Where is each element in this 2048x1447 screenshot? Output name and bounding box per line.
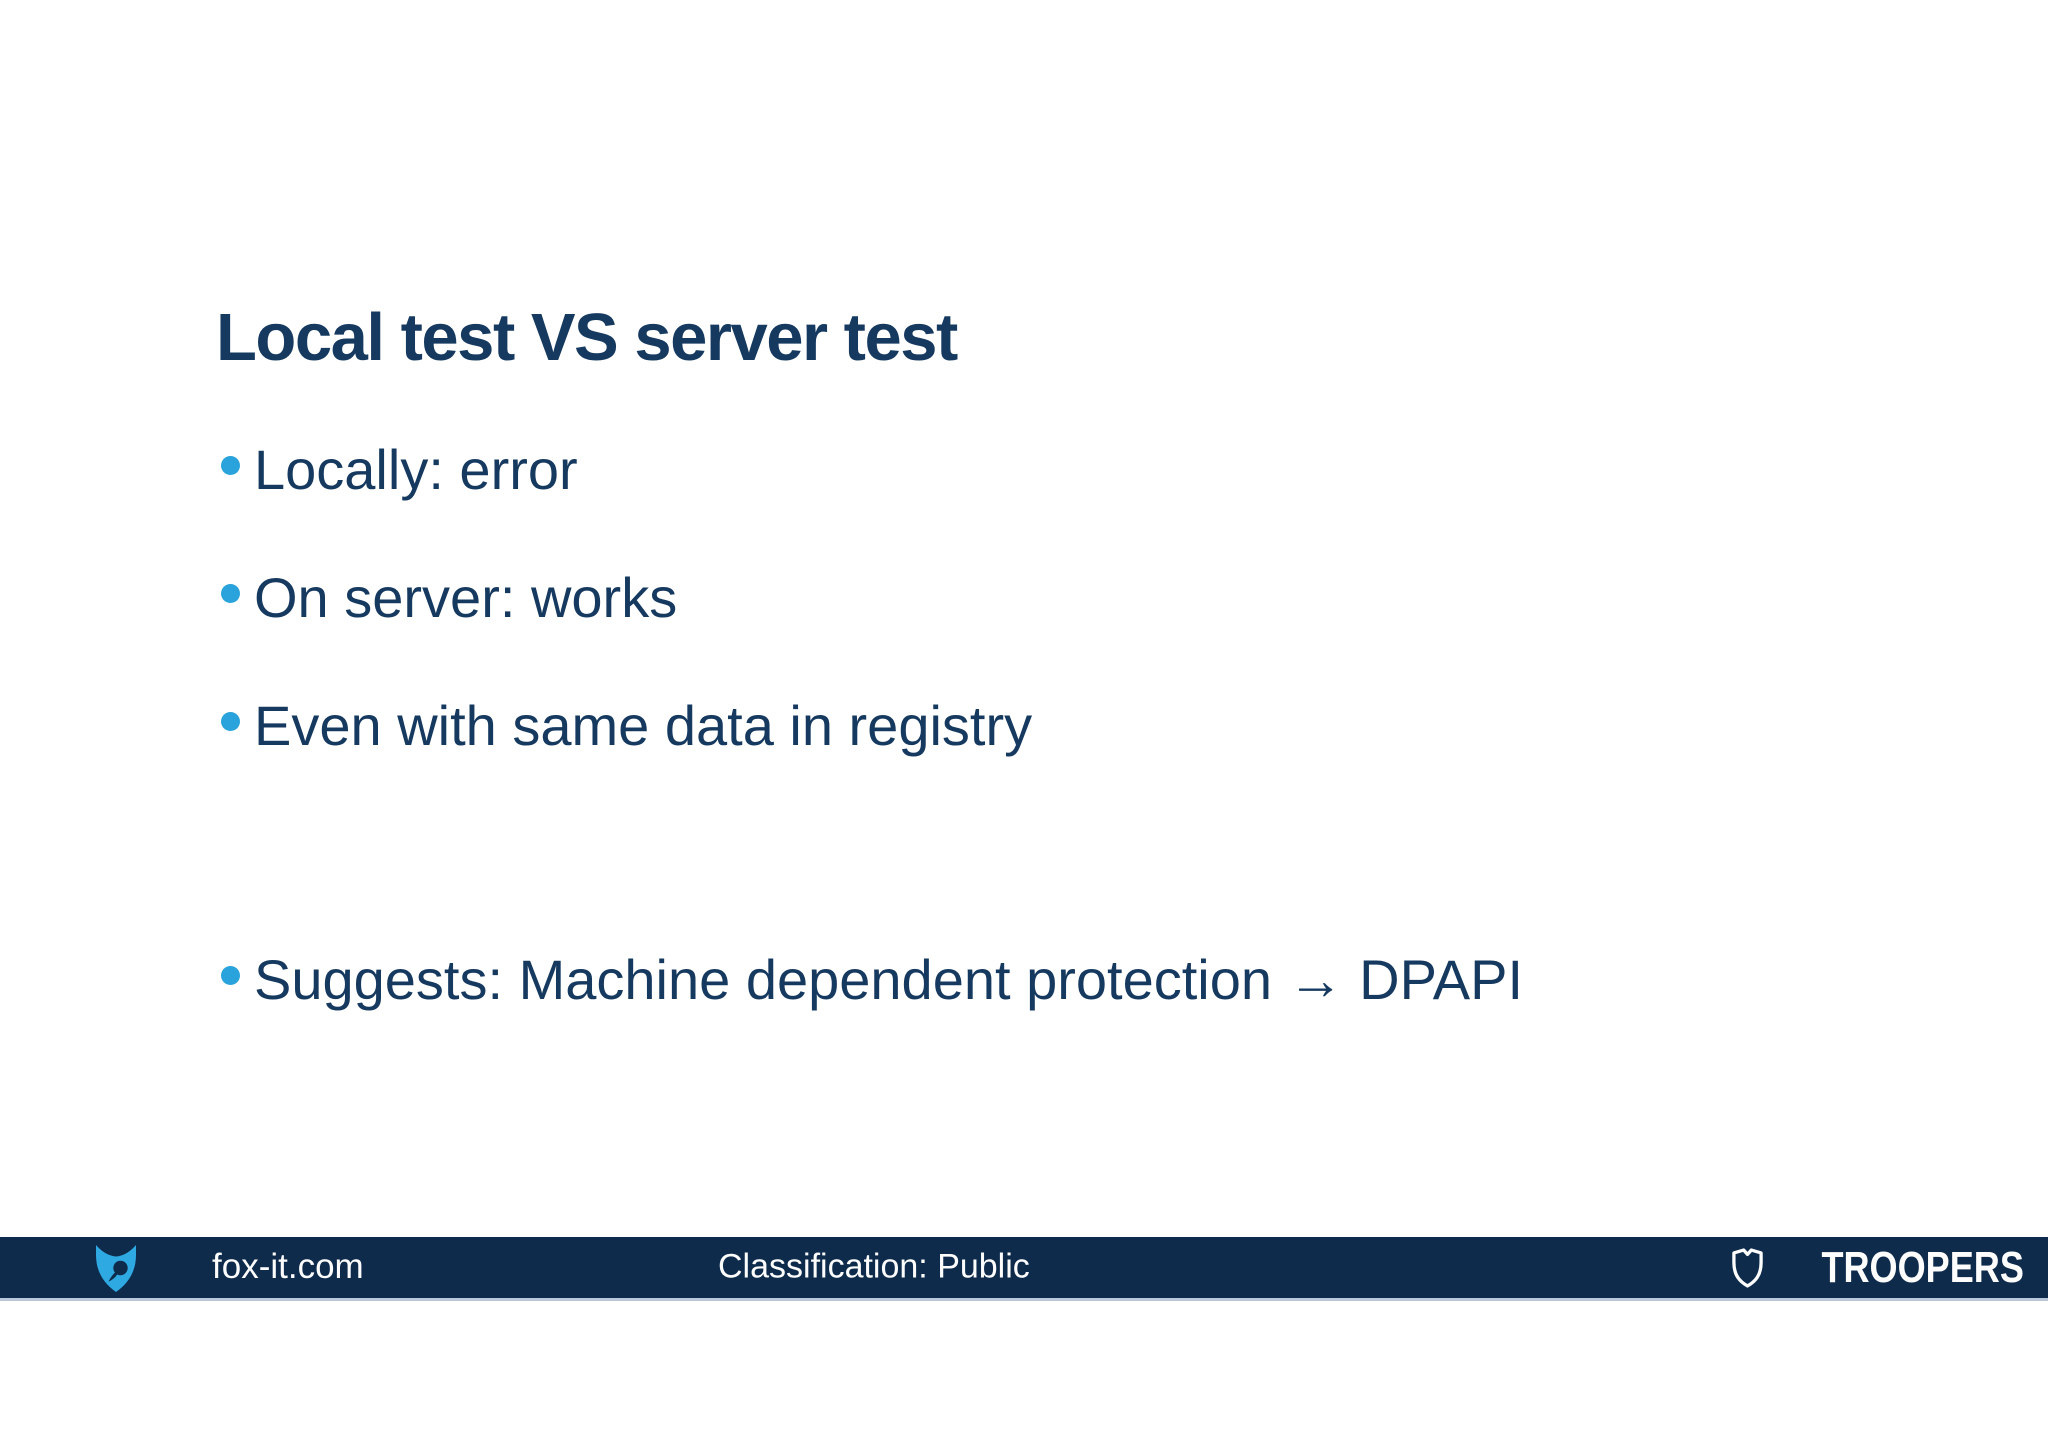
brand-wordmark: TROOPERS <box>1821 1242 2024 1292</box>
bullet-text: On server: works <box>254 566 678 629</box>
bullet-dot-icon <box>221 456 240 475</box>
bullet-item: Suggests: Machine dependent protection →… <box>221 948 1523 1012</box>
bullet-dot-icon <box>221 966 240 985</box>
footer-classification-text: Classification: Public <box>718 1246 1030 1285</box>
bullet-text: Even with same data in registry <box>254 694 1033 757</box>
bullet-text: Locally: error <box>254 438 578 501</box>
bullet-dot-icon <box>221 712 240 731</box>
bullet-text: Suggests: Machine dependent protection →… <box>254 948 1524 1011</box>
bullet-item: Locally: error <box>221 438 578 502</box>
footer-bar: fox-it.com Classification: Public TROOPE… <box>0 1237 2048 1301</box>
bullet-item: On server: works <box>221 566 677 630</box>
page-title: Local test VS server test <box>216 299 958 375</box>
brand-lockup: TROOPERS <box>1731 1237 2024 1298</box>
bullet-dot-icon <box>221 584 240 603</box>
fox-head-icon <box>96 1245 136 1292</box>
bullet-item: Even with same data in registry <box>221 694 1032 758</box>
footer-website-text: fox-it.com <box>212 1246 364 1286</box>
shield-icon <box>1732 1248 1763 1288</box>
